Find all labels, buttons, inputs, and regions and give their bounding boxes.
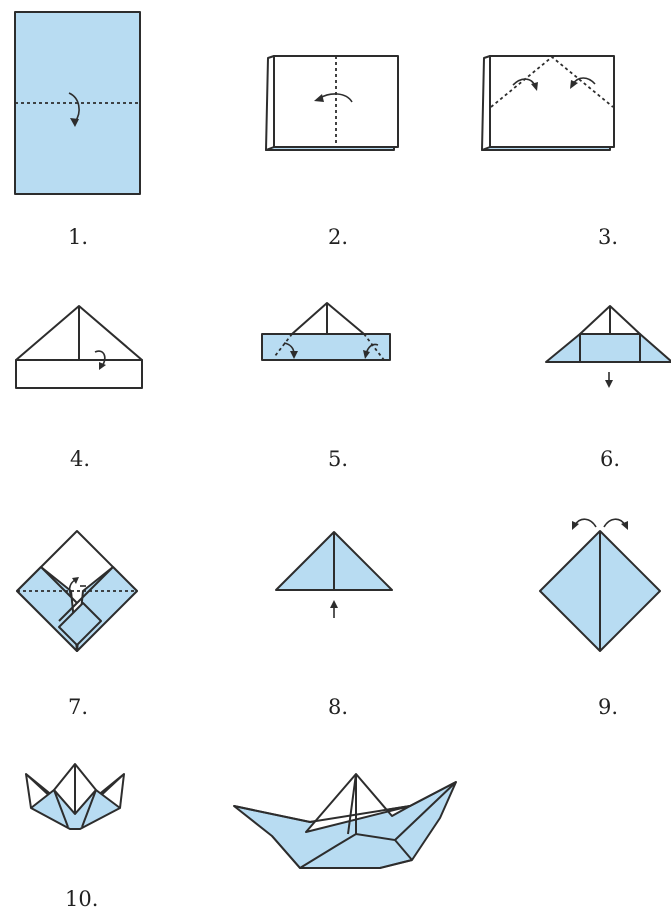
step-10-label: 10. — [65, 887, 98, 911]
step-6-label: 6. — [600, 447, 620, 471]
final-boat-figure — [234, 774, 456, 868]
step-8-label: 8. — [328, 695, 348, 719]
step-3-label: 3. — [598, 225, 618, 249]
step-1-label: 1. — [68, 225, 88, 249]
step-5-figure — [262, 303, 390, 360]
step-6-figure — [546, 306, 671, 388]
step-8-figure — [276, 532, 392, 618]
step-2-label: 2. — [328, 225, 348, 249]
step-9-label: 9. — [598, 695, 618, 719]
step-7-figure — [17, 531, 137, 651]
step-10-figure — [26, 764, 124, 829]
step-4-label: 4. — [70, 447, 90, 471]
step-3-figure — [482, 56, 614, 150]
step-9-figure — [540, 519, 660, 651]
step-7-label: 7. — [68, 695, 88, 719]
step-2-figure — [266, 56, 398, 150]
step-5-label: 5. — [328, 447, 348, 471]
step-4-figure — [16, 306, 142, 388]
step-1-figure — [15, 12, 140, 194]
